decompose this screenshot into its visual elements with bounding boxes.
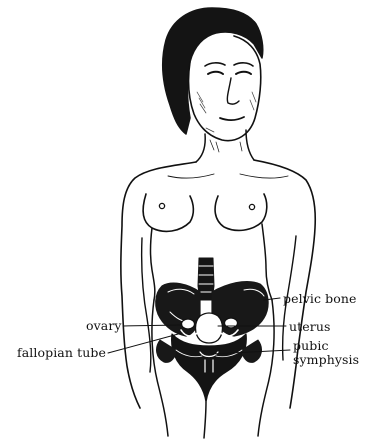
right-brow xyxy=(234,63,253,66)
pubic-symphysis-label-line2: symphysis xyxy=(293,353,359,366)
left-ovary xyxy=(182,319,195,329)
left-brow xyxy=(205,63,225,66)
right-nipple xyxy=(249,204,254,209)
hair xyxy=(163,8,263,134)
right-breast xyxy=(215,194,267,230)
left-iliac-wing xyxy=(156,283,200,336)
nose xyxy=(227,78,239,104)
ovary-label: ovary xyxy=(86,319,122,332)
mouth xyxy=(220,117,244,120)
uterus-label: uterus xyxy=(289,320,331,333)
left-inner-arm xyxy=(142,238,151,372)
left-breast xyxy=(143,194,193,231)
left-eye xyxy=(208,72,223,74)
fallopian-tube-label: fallopian tube xyxy=(17,346,106,359)
pubic-symphysis-label-line1: pubic xyxy=(293,339,329,352)
pelvic-ring xyxy=(172,334,247,402)
right-eye xyxy=(236,72,251,74)
uterus xyxy=(196,313,223,343)
face-shading xyxy=(197,92,256,132)
neck-shading xyxy=(210,140,242,152)
pelvic-bone-label: pelvic bone xyxy=(283,292,357,305)
torso-left-side xyxy=(151,228,155,300)
clavicle xyxy=(168,174,288,178)
left-nipple xyxy=(159,203,164,208)
pelvis-illustration xyxy=(156,258,268,402)
face xyxy=(189,36,261,141)
right-shoulder-arm xyxy=(254,160,315,408)
